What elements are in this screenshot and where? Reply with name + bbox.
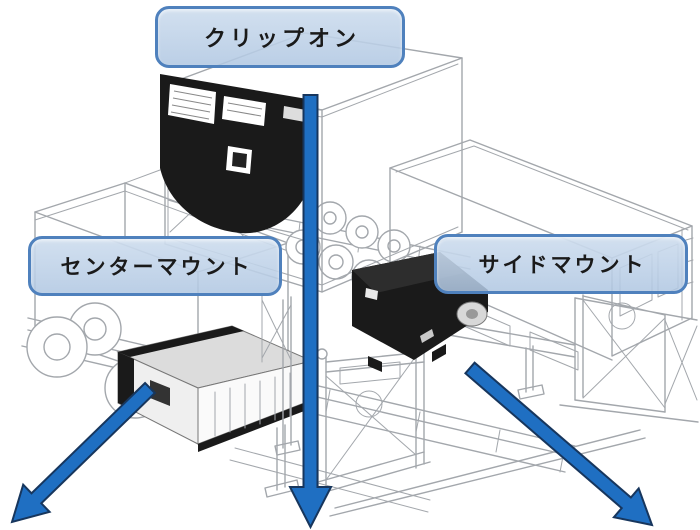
label-center-mount-text: センターマウント <box>60 256 253 279</box>
center-mount-trailer-drawing <box>21 169 581 513</box>
label-clip-on: クリップオン <box>155 6 405 68</box>
label-side-mount-text: サイドマウント <box>478 254 647 277</box>
center-mount-arrow <box>10 381 157 524</box>
clip-on-arrow <box>288 94 333 530</box>
label-center-mount: センターマウント <box>28 236 282 296</box>
side-mount-arrow <box>463 361 654 527</box>
label-side-mount: サイドマウント <box>434 234 688 294</box>
clipon-unit-drawing <box>160 74 313 234</box>
label-clip-on-text: クリップオン <box>203 26 360 51</box>
sidemount-trailer-frame-drawing <box>264 294 699 517</box>
center-mount-unit-drawing <box>116 325 314 452</box>
